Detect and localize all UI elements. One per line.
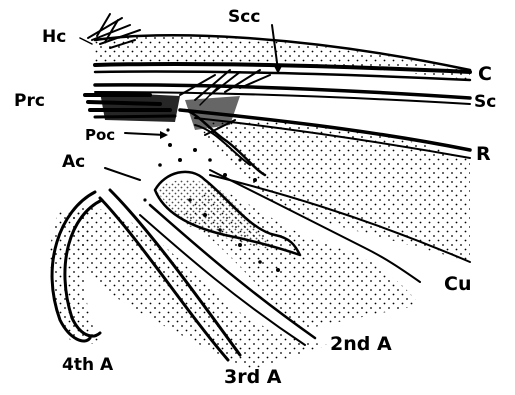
label-ac: Ac (62, 152, 85, 172)
label-r: R (476, 143, 491, 165)
label-hc: Hc (42, 27, 66, 47)
poc-pointer-arrowhead (160, 131, 168, 139)
poc-pointer (125, 133, 165, 135)
label-sc: Sc (474, 92, 496, 112)
ac-pointer (105, 168, 140, 180)
subcostal-sclerite-cluster (180, 70, 270, 130)
label-cu: Cu (444, 273, 471, 295)
label-4th-a: 4th A (62, 355, 114, 375)
label-c: C (478, 63, 492, 85)
label-3rd-a: 3rd A (224, 366, 282, 388)
label-prc: Prc (14, 91, 45, 111)
label-2nd-a: 2nd A (330, 333, 392, 355)
label-scc: Scc (228, 7, 260, 27)
label-poc: Poc (85, 126, 115, 144)
precostal-sclerite (85, 92, 180, 122)
